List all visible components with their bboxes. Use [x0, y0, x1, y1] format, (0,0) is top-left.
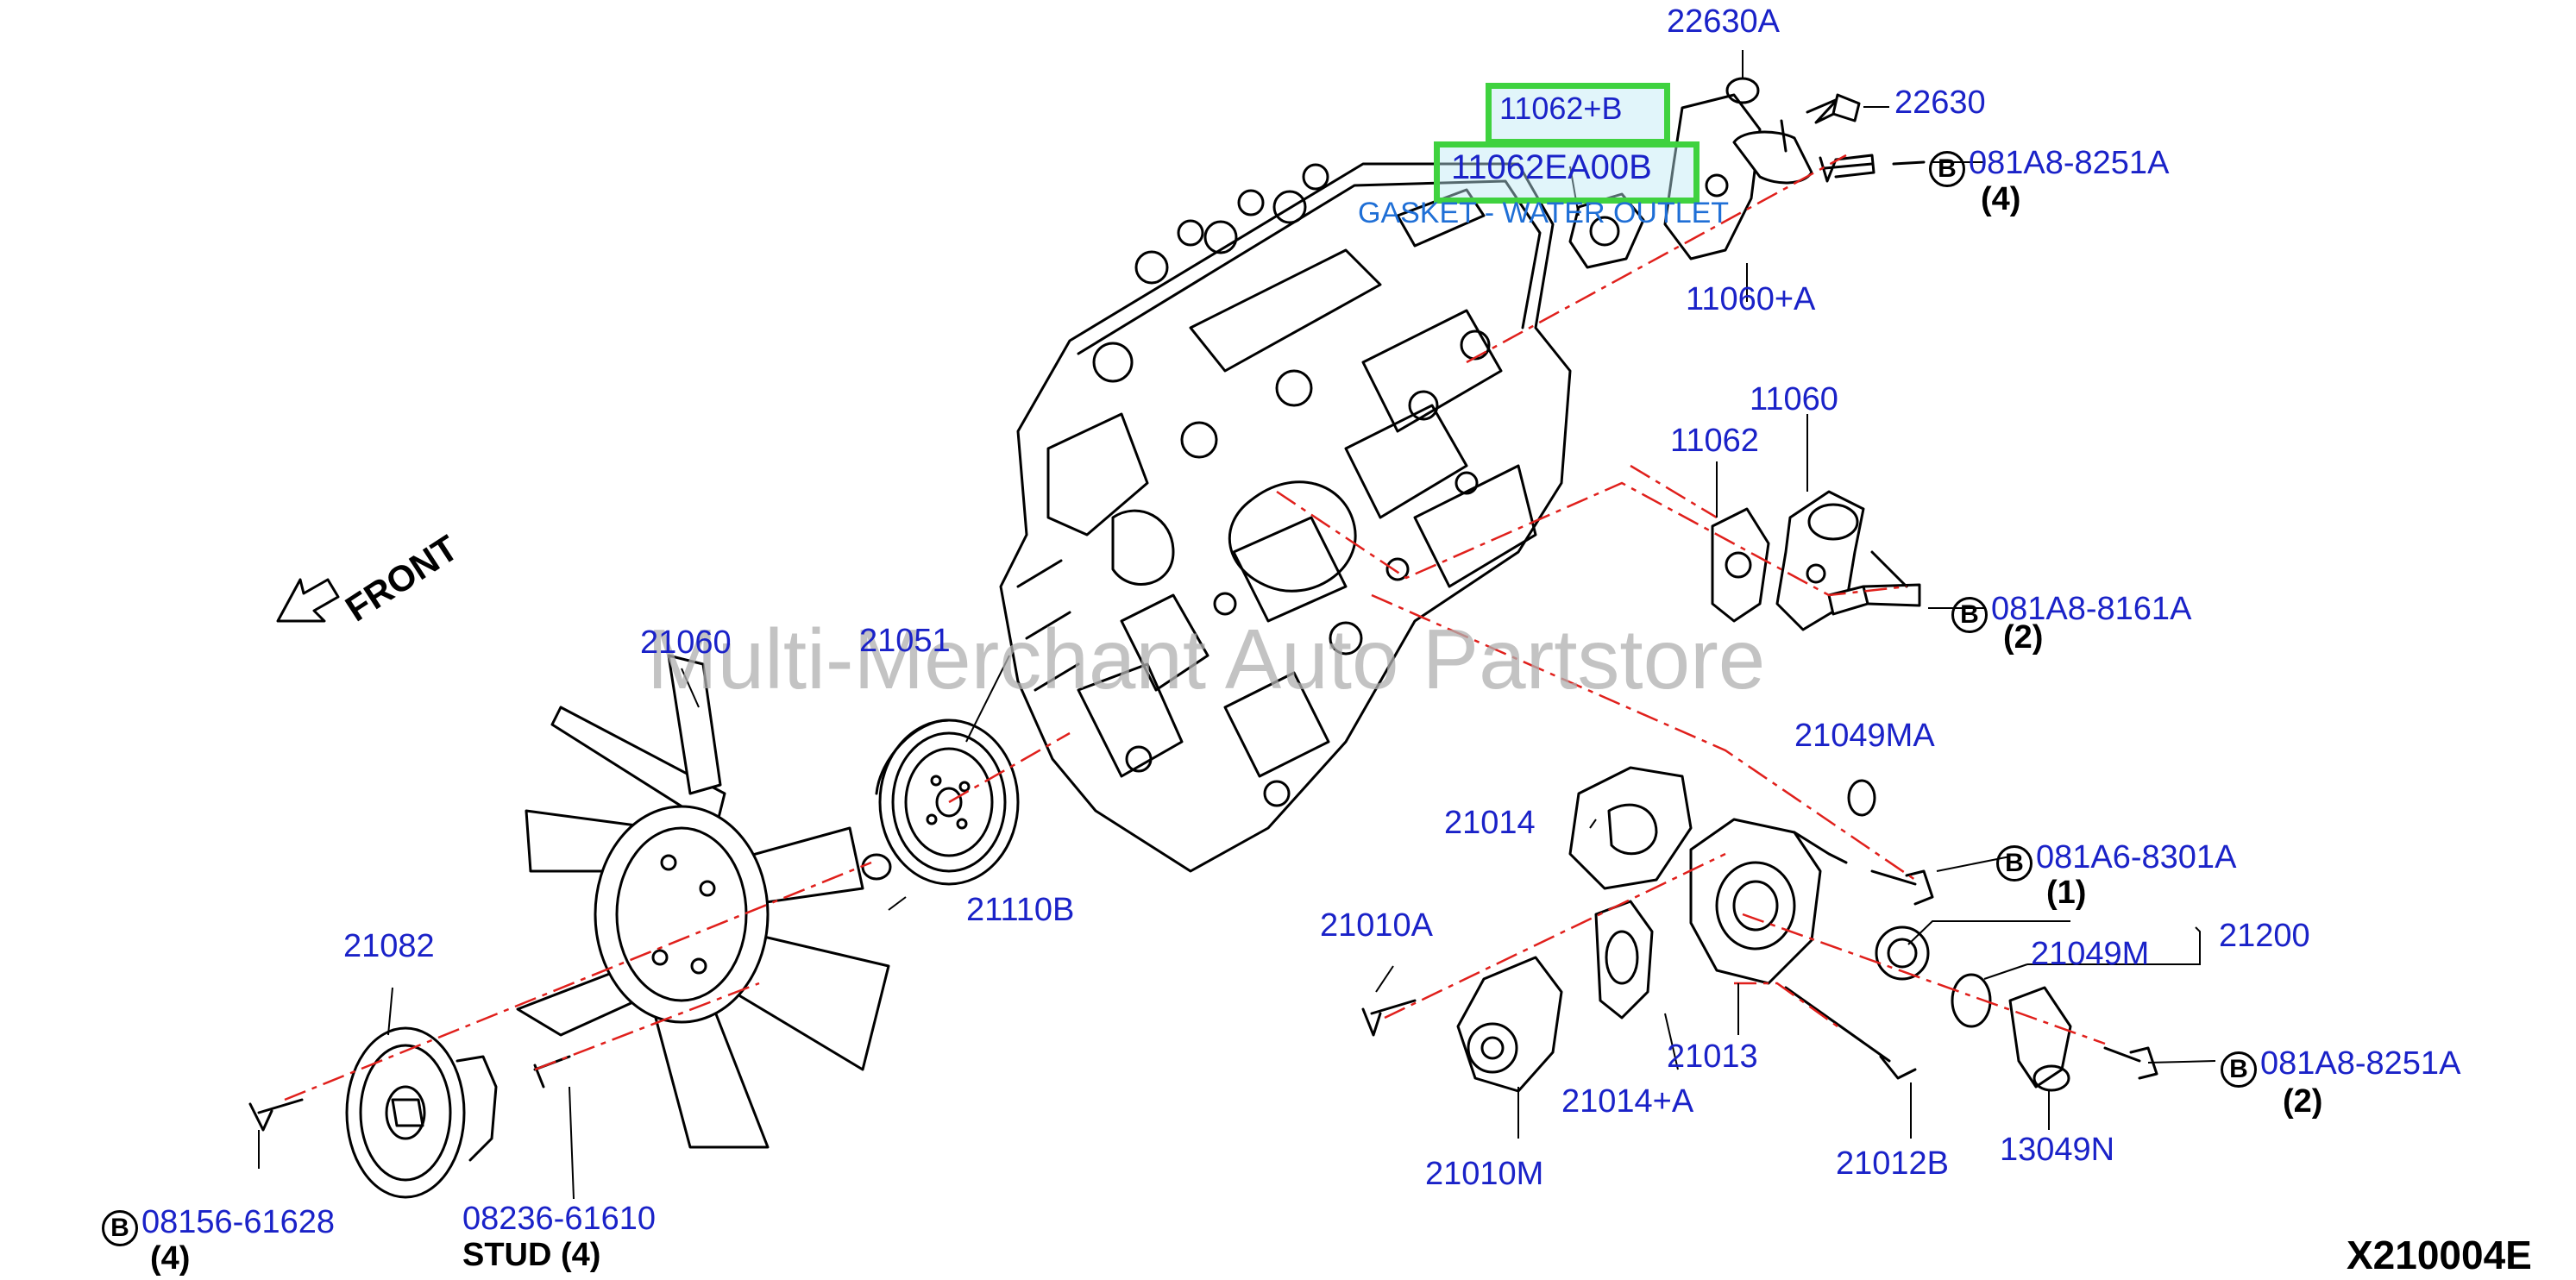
highlight-box-11062ea00b	[1434, 141, 1700, 204]
bolts	[248, 160, 2158, 1132]
part-21012b[interactable]: 21012B	[1836, 1145, 1950, 1182]
watermark: Multi-Merchant Auto Partstore	[647, 612, 1766, 706]
water-outlet-assembly	[1568, 77, 1875, 269]
part-21010a[interactable]: 21010A	[1320, 907, 1434, 944]
part-11062-b[interactable]: 11062+B	[1499, 91, 1623, 126]
part-21060[interactable]: 21060	[640, 624, 732, 661]
part-11062ea00b[interactable]: 11062EA00B	[1451, 148, 1652, 186]
water-pump-cluster	[1456, 766, 2072, 1093]
part-21014-a[interactable]: 21014+A	[1561, 1083, 1694, 1120]
bolt-marker-icon: B	[1951, 597, 1988, 633]
front-arrow	[276, 578, 340, 623]
part-21082[interactable]: 21082	[343, 928, 435, 964]
engine-block	[999, 162, 1572, 873]
part-description: GASKET - WATER OUTLET	[1358, 197, 1730, 229]
part-22630[interactable]: 22630	[1894, 85, 1986, 121]
part-21014[interactable]: 21014	[1444, 805, 1536, 841]
qty-081a8-8251a-top: (4)	[1981, 181, 2021, 217]
part-21010m[interactable]: 21010M	[1425, 1156, 1544, 1192]
part-21051[interactable]: 21051	[859, 623, 951, 659]
bolt-marker-icon: B	[1996, 845, 2033, 882]
part-21049ma[interactable]: 21049MA	[1794, 718, 1935, 754]
part-21049m[interactable]: 21049M	[2031, 936, 2150, 972]
part-21110b[interactable]: 21110B	[966, 892, 1075, 928]
pulley-21051	[861, 718, 1020, 886]
qty-081a6-8301a: (1)	[2046, 875, 2087, 911]
part-22630a[interactable]: 22630A	[1667, 3, 1781, 40]
part-08236-61610[interactable]: 08236-61610	[462, 1201, 656, 1237]
qty-081a8-8251a-bottom: (2)	[2283, 1083, 2323, 1120]
bolt-marker-icon: B	[2221, 1051, 2257, 1088]
part-11060-a[interactable]: 11060+A	[1686, 281, 1816, 317]
fan-clutch-21082	[345, 1026, 498, 1199]
callout-leaders	[258, 50, 2216, 1200]
water-inlet-assembly	[1711, 490, 1921, 631]
part-11062[interactable]: 11062	[1670, 423, 1759, 459]
qty-08156-61628: (4)	[150, 1240, 191, 1277]
qty-081a8-8161a: (2)	[2003, 619, 2044, 656]
assembly-axes	[284, 154, 2106, 1101]
bolt-marker-icon: B	[1929, 151, 1965, 187]
diagram-code: X210004E	[2347, 1233, 2532, 1277]
part-13049n[interactable]: 13049N	[2000, 1132, 2115, 1168]
bolt-marker-icon: B	[102, 1210, 138, 1246]
fan-21060	[516, 654, 890, 1149]
part-21013[interactable]: 21013	[1667, 1038, 1758, 1075]
stud-quantity: STUD (4)	[462, 1237, 601, 1273]
part-21200[interactable]: 21200	[2219, 918, 2310, 954]
part-11060[interactable]: 11060	[1750, 381, 1838, 417]
